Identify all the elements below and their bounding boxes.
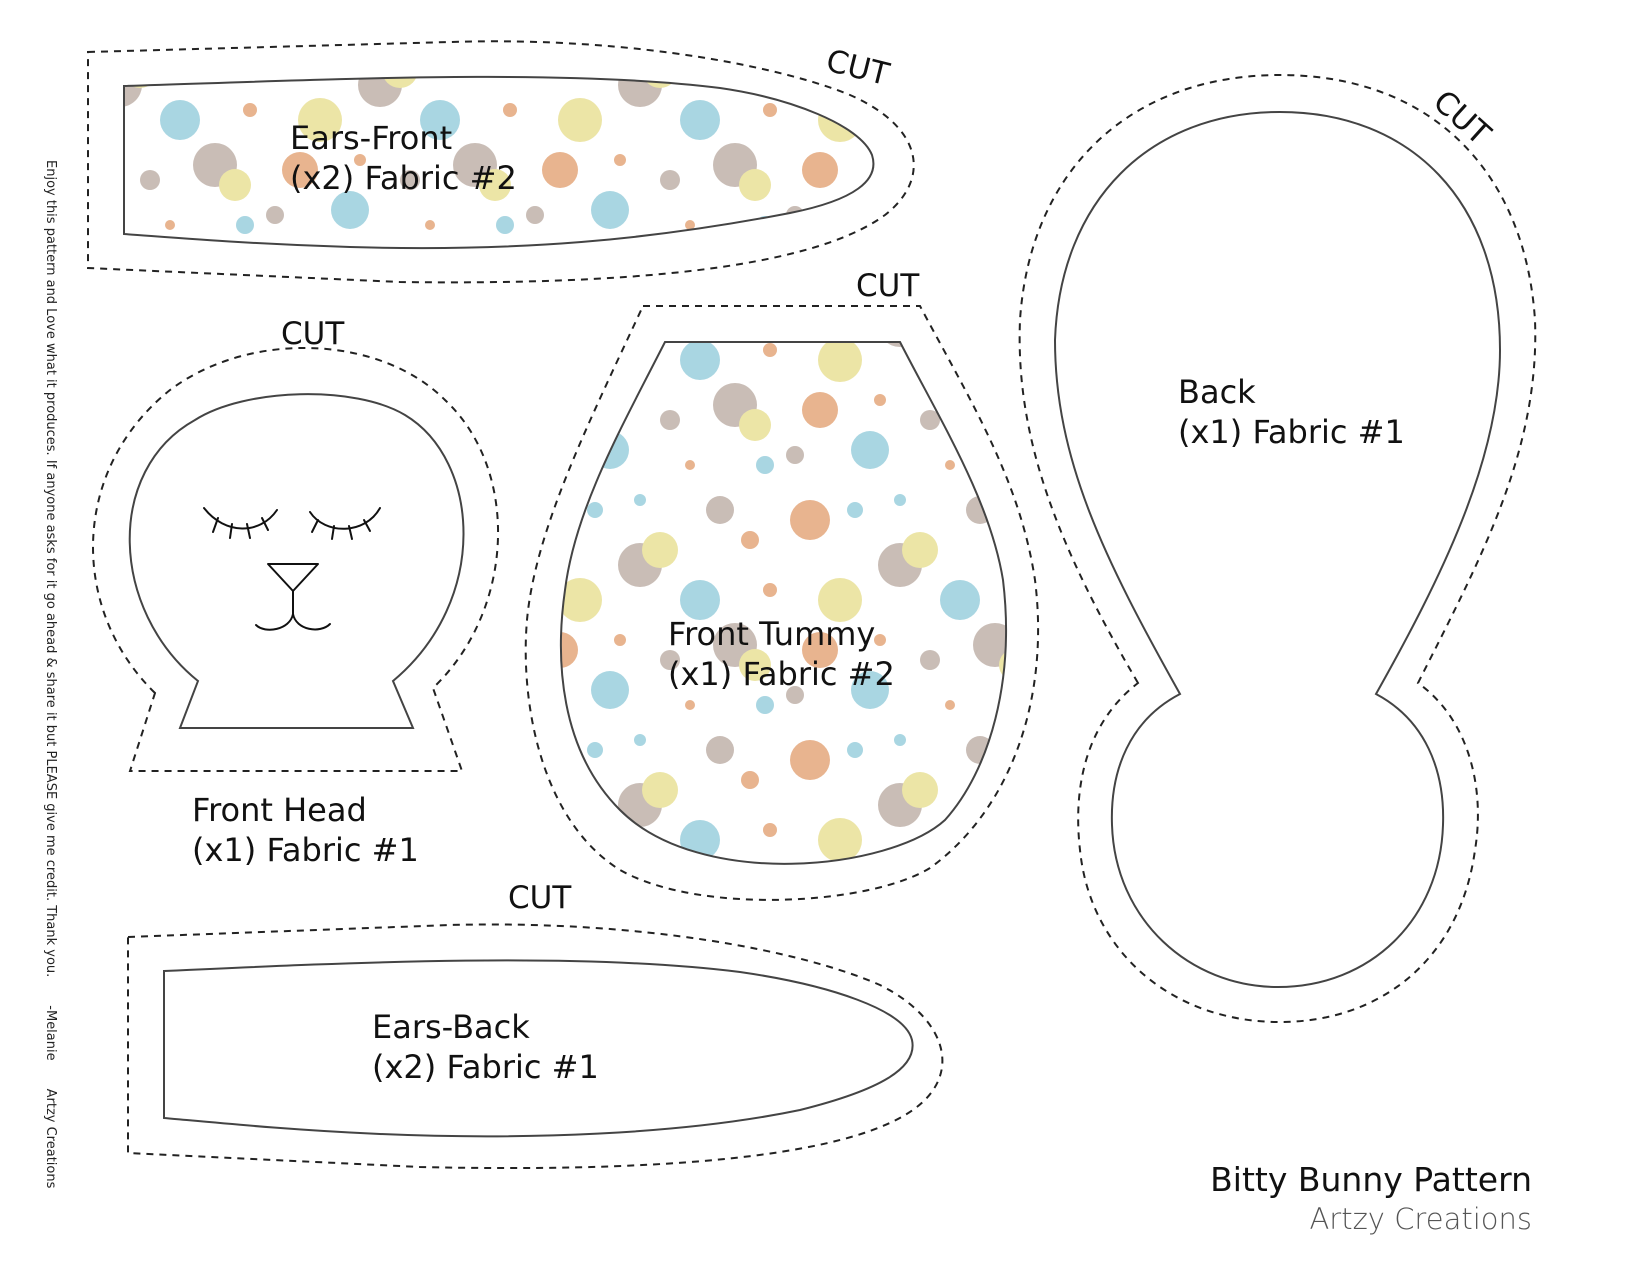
ears-front-name: Ears-Front xyxy=(290,119,453,157)
front-tummy-label: Front Tummy (x1) Fabric #2 xyxy=(668,614,895,694)
ears-back-qty: (x2) Fabric #1 xyxy=(372,1048,599,1086)
front-head-qty: (x1) Fabric #1 xyxy=(192,831,419,869)
head-cut-label: CUT xyxy=(281,316,345,352)
back-qty: (x1) Fabric #1 xyxy=(1178,413,1405,451)
ears-front-qty: (x2) Fabric #2 xyxy=(290,159,517,197)
ears-back-name: Ears-Back xyxy=(372,1008,530,1046)
ears-back-cut-label: CUT xyxy=(508,880,572,916)
back-cut-line xyxy=(1018,73,1537,1024)
ears-back-label: Ears-Back (x2) Fabric #1 xyxy=(372,1007,599,1087)
pattern-title-block: Bitty Bunny Pattern Artzy Creations xyxy=(1210,1160,1532,1238)
ears-back-cut-line xyxy=(127,923,944,1170)
ears-front-label: Ears-Front (x2) Fabric #2 xyxy=(290,118,517,198)
front-tummy-piece xyxy=(559,341,1007,865)
back-name: Back xyxy=(1178,373,1256,411)
tummy-cut-label: CUT xyxy=(856,268,920,304)
side-note-brand: Artzy Creations xyxy=(43,1088,58,1189)
front-tummy-name: Front Tummy xyxy=(668,615,876,653)
ears-back-piece xyxy=(163,959,914,1138)
side-note-message: Enjoy this pattern and Love what it prod… xyxy=(43,160,58,978)
back-piece xyxy=(1053,110,1502,989)
pattern-title: Bitty Bunny Pattern xyxy=(1210,1160,1532,1199)
back-label: Back (x1) Fabric #1 xyxy=(1178,372,1405,452)
front-tummy-cut-line xyxy=(524,305,1040,901)
pattern-brand: Artzy Creations xyxy=(1309,1202,1532,1236)
sleepy-face-drawing xyxy=(203,507,381,631)
side-credit-note: Enjoy this pattern and Love what it prod… xyxy=(43,160,58,1240)
front-tummy-qty: (x1) Fabric #2 xyxy=(668,655,895,693)
front-head-label: Front Head (x1) Fabric #1 xyxy=(192,790,419,870)
front-head-name: Front Head xyxy=(192,791,367,829)
ears-front-piece xyxy=(123,75,875,250)
front-head-piece xyxy=(128,393,465,729)
side-note-signature: -Melanie xyxy=(43,1005,58,1061)
front-head-cut-line xyxy=(92,347,500,772)
